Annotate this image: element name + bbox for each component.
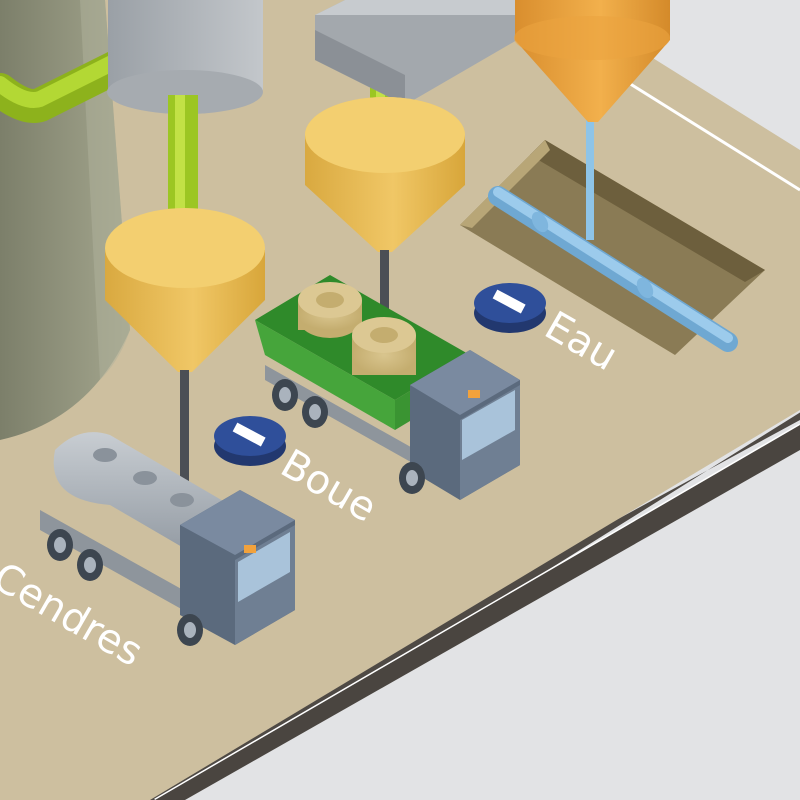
water-pipe	[488, 100, 738, 352]
tanker-truck	[40, 432, 295, 646]
green-pipe-elbow	[0, 38, 157, 123]
dumper-truck	[255, 275, 520, 500]
no-entry-sign-icon	[474, 283, 546, 333]
hopper-water	[514, 0, 670, 122]
no-entry-sign-icon	[214, 416, 286, 466]
conveyor-beam	[315, 0, 560, 105]
hopper-sludge	[305, 97, 465, 345]
grey-tank	[107, 0, 263, 114]
hopper-ash	[105, 208, 265, 500]
